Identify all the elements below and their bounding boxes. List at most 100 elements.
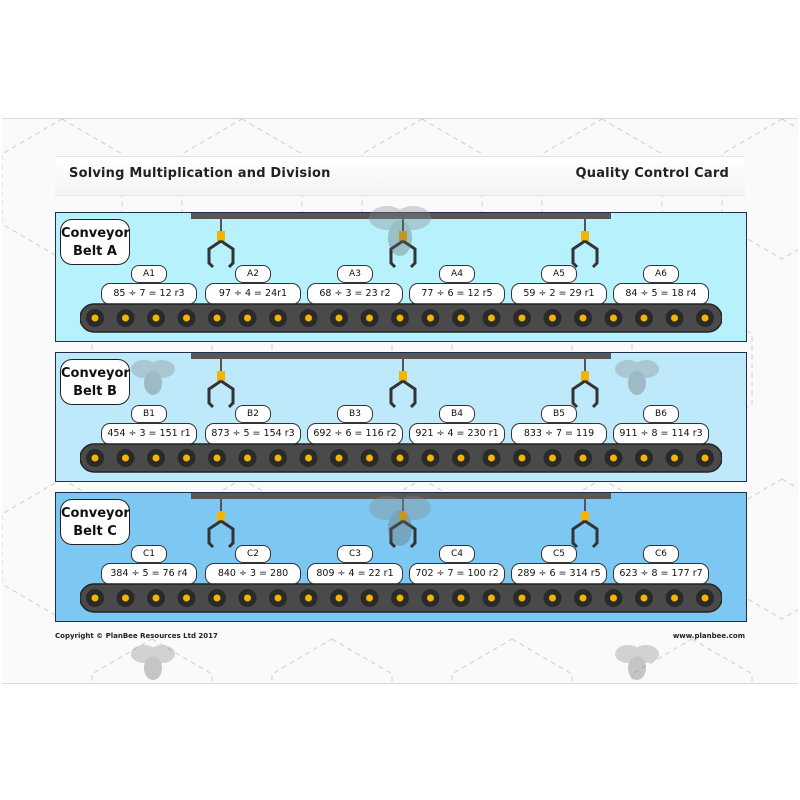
- question-box: 97 ÷ 4 = 24r1: [205, 283, 301, 305]
- roller-hub: [579, 454, 587, 462]
- claw-icon: [207, 219, 235, 269]
- belt-label-line2: Belt A: [73, 244, 117, 259]
- roller-hub: [335, 314, 343, 322]
- roller-hub: [244, 314, 251, 322]
- question-box: 911 ÷ 8 = 114 r3: [613, 423, 709, 445]
- conveyor-belt: [80, 583, 722, 613]
- claw-icon: [389, 359, 417, 409]
- bee-icon: [615, 360, 659, 395]
- roller-hub: [488, 314, 495, 322]
- question-box: 454 ÷ 3 = 151 r1: [101, 423, 197, 445]
- roller-hub: [701, 314, 709, 322]
- roller-hub: [366, 314, 373, 322]
- roller-hub: [213, 454, 221, 462]
- roller-hub: [366, 454, 373, 462]
- question-box: 59 ÷ 2 = 29 r1: [511, 283, 607, 305]
- roller-hub: [183, 594, 190, 602]
- roller-hub: [518, 454, 526, 462]
- roller-hub: [640, 594, 648, 602]
- bee-icon: [615, 645, 659, 680]
- question-id-tag: B6: [643, 405, 679, 423]
- conveyor-belt: [80, 443, 722, 473]
- question-box: 873 ÷ 5 = 154 r3: [205, 423, 301, 445]
- roller-hub: [518, 314, 526, 322]
- roller-hub: [549, 314, 556, 322]
- roller-hub: [396, 594, 404, 602]
- question-id-tag: C6: [643, 545, 679, 563]
- overhead-rail: [191, 213, 611, 219]
- conveyor-belt-b-panel: Conveyor Belt B B1 454 ÷ 3 = 151 r1 B2 8…: [55, 352, 747, 482]
- belt-label-line2: Belt C: [73, 524, 117, 539]
- question-id-tag: B4: [439, 405, 475, 423]
- roller-hub: [457, 454, 465, 462]
- claw-icon: [571, 219, 599, 269]
- roller-hub: [396, 454, 404, 462]
- question-id-tag: C1: [131, 545, 167, 563]
- roller-hub: [671, 454, 678, 462]
- roller-hub: [457, 314, 465, 322]
- question-box: 921 ÷ 4 = 230 r1: [409, 423, 505, 445]
- question-id-tag: B2: [235, 405, 271, 423]
- roller-hub: [274, 454, 282, 462]
- roller-hub: [305, 594, 312, 602]
- roller-hub: [122, 454, 129, 462]
- worksheet-title: Solving Multiplication and Division: [69, 166, 331, 181]
- question-box: 702 ÷ 7 = 100 r2: [409, 563, 505, 585]
- question-box: 384 ÷ 5 = 76 r4: [101, 563, 197, 585]
- roller-hub: [610, 594, 617, 602]
- conveyor-belt: [80, 303, 722, 333]
- conveyor-belt-a-panel: Conveyor Belt A A1 85 ÷ 7 = 12 r3 A2 97 …: [55, 212, 747, 342]
- question-id-tag: A6: [643, 265, 679, 283]
- roller-hub: [91, 314, 99, 322]
- question-id-tag: A2: [235, 265, 271, 283]
- conveyor-belt-c-panel: Conveyor Belt C C1 384 ÷ 5 = 76 r4 C2 84…: [55, 492, 747, 622]
- question-box: 84 ÷ 5 = 18 r4: [613, 283, 709, 305]
- roller-hub: [610, 454, 617, 462]
- question-box: 77 ÷ 6 = 12 r5: [409, 283, 505, 305]
- claw-icon: [389, 219, 417, 269]
- claw-icon: [207, 499, 235, 549]
- roller-hub: [427, 594, 434, 602]
- question-id-tag: C3: [337, 545, 373, 563]
- website-link[interactable]: www.planbee.com: [672, 632, 745, 640]
- roller-hub: [549, 454, 556, 462]
- roller-hub: [122, 594, 129, 602]
- belt-label-line1: Conveyor: [61, 506, 130, 521]
- question-box: 692 ÷ 6 = 116 r2: [307, 423, 403, 445]
- roller-hub: [91, 454, 99, 462]
- belt-label-line1: Conveyor: [61, 226, 130, 241]
- bee-icon: [369, 206, 431, 256]
- question-box: 85 ÷ 7 = 12 r3: [101, 283, 197, 305]
- roller-hub: [488, 594, 495, 602]
- roller-hub: [610, 314, 617, 322]
- bee-icon: [369, 496, 431, 546]
- belt-label: Conveyor Belt A: [60, 219, 130, 265]
- roller-hub: [335, 454, 343, 462]
- question-box: 623 ÷ 8 = 177 r7: [613, 563, 709, 585]
- roller-hub: [244, 594, 251, 602]
- question-id-tag: A4: [439, 265, 475, 283]
- roller-hub: [701, 594, 709, 602]
- question-id-tag: C5: [541, 545, 577, 563]
- overhead-rail: [191, 353, 611, 359]
- roller-hub: [183, 314, 190, 322]
- question-id-tag: B5: [541, 405, 577, 423]
- roller-hub: [579, 314, 587, 322]
- question-id-tag: C4: [439, 545, 475, 563]
- roller-hub: [640, 454, 648, 462]
- question-id-tag: A5: [541, 265, 577, 283]
- roller-hub: [335, 594, 343, 602]
- card-type-label: Quality Control Card: [575, 166, 729, 181]
- roller-hub: [671, 314, 678, 322]
- copyright-text: Copyright © PlanBee Resources Ltd 2017: [55, 632, 218, 640]
- roller-hub: [152, 314, 160, 322]
- roller-hub: [396, 314, 404, 322]
- overhead-rail: [191, 493, 611, 499]
- claw-icon: [389, 499, 417, 549]
- belt-label-line1: Conveyor: [61, 366, 130, 381]
- question-id-tag: A1: [131, 265, 167, 283]
- claw-icon: [571, 359, 599, 409]
- roller-hub: [274, 594, 282, 602]
- roller-hub: [305, 454, 312, 462]
- roller-hub: [244, 454, 251, 462]
